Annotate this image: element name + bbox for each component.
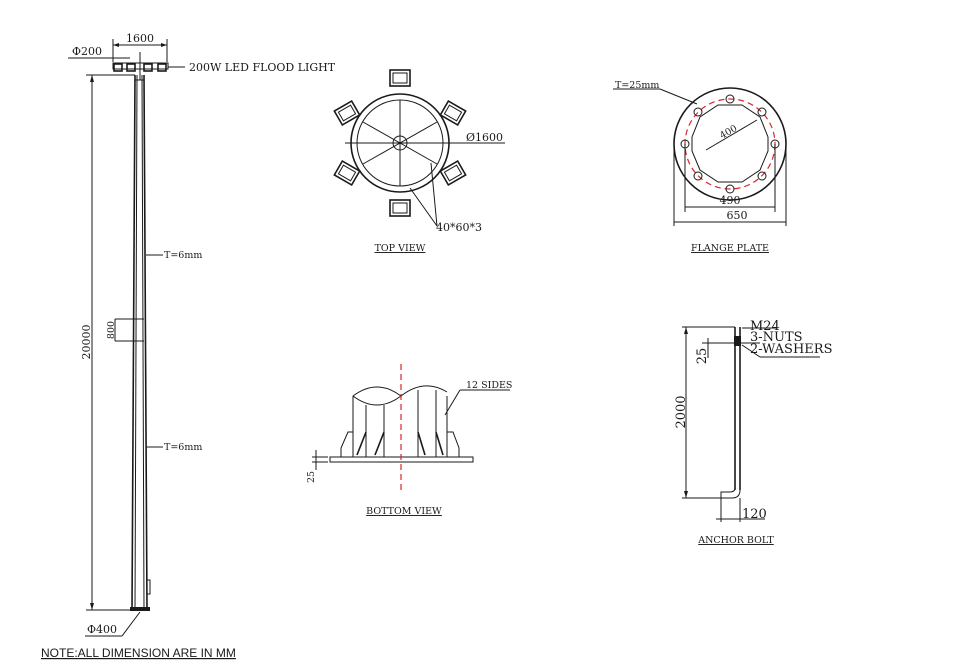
flange-plate-title: FLANGE PLATE [691, 243, 769, 254]
bottom-view: 12 SIDES 25 BOTTOM VIEW [306, 364, 512, 517]
sides-label: 12 SIDES [466, 380, 512, 391]
thickness-lower-label: T=6mm [164, 442, 202, 453]
flange-outer-dim: 650 [727, 209, 748, 222]
flange-inner-dim: 400 [718, 123, 739, 142]
top-view-flood-lights [333, 69, 467, 217]
tube-spec-label: 40*60*3 [436, 221, 482, 234]
bolt-circle-dim: 490 [720, 194, 741, 207]
bolt-length-dim: 2000 [674, 395, 689, 428]
thickness-upper-label: T=6mm [164, 250, 202, 261]
bolt-size-label: M24 [750, 319, 780, 334]
anchor-bolt: M24 3-NUTS 2-WASHERS 25 2000 120 ANCHOR … [674, 319, 832, 546]
base-diameter-dim: Φ400 [87, 623, 117, 636]
top-view: Ø1600 40*60*3 TOP VIEW [333, 69, 505, 254]
units-note: NOTE:ALL DIMENSION ARE IN MM [41, 646, 236, 660]
plate-thickness-dim: 25 [306, 471, 317, 483]
top-diameter-dim: Φ200 [72, 45, 102, 58]
nuts-label: 3-NUTS [750, 330, 803, 345]
anchor-bolt-title: ANCHOR BOLT [697, 535, 774, 546]
top-view-title: TOP VIEW [375, 243, 426, 254]
flange-plate: 400 T=25mm 490 650 FLANGE PLATE [613, 80, 787, 254]
thread-length-dim: 25 [695, 348, 710, 365]
hook-length-dim: 120 [742, 507, 767, 522]
crown-lights [113, 63, 167, 72]
bolt-holes [680, 94, 780, 194]
washers-label: 2-WASHERS [750, 342, 832, 357]
ring-diameter-dim: Ø1600 [466, 131, 503, 144]
pole-height-dim: 20000 [80, 325, 93, 360]
pole-elevation: 1600 Φ200 200W LED FLOOD LIGHT 20000 [68, 32, 336, 637]
door-height-dim: 800 [106, 321, 117, 339]
flood-light-label: 200W LED FLOOD LIGHT [189, 61, 336, 74]
top-width-dim: 1600 [126, 32, 154, 45]
bottom-view-title: BOTTOM VIEW [366, 506, 442, 517]
flange-thickness-label: T=25mm [615, 80, 659, 91]
